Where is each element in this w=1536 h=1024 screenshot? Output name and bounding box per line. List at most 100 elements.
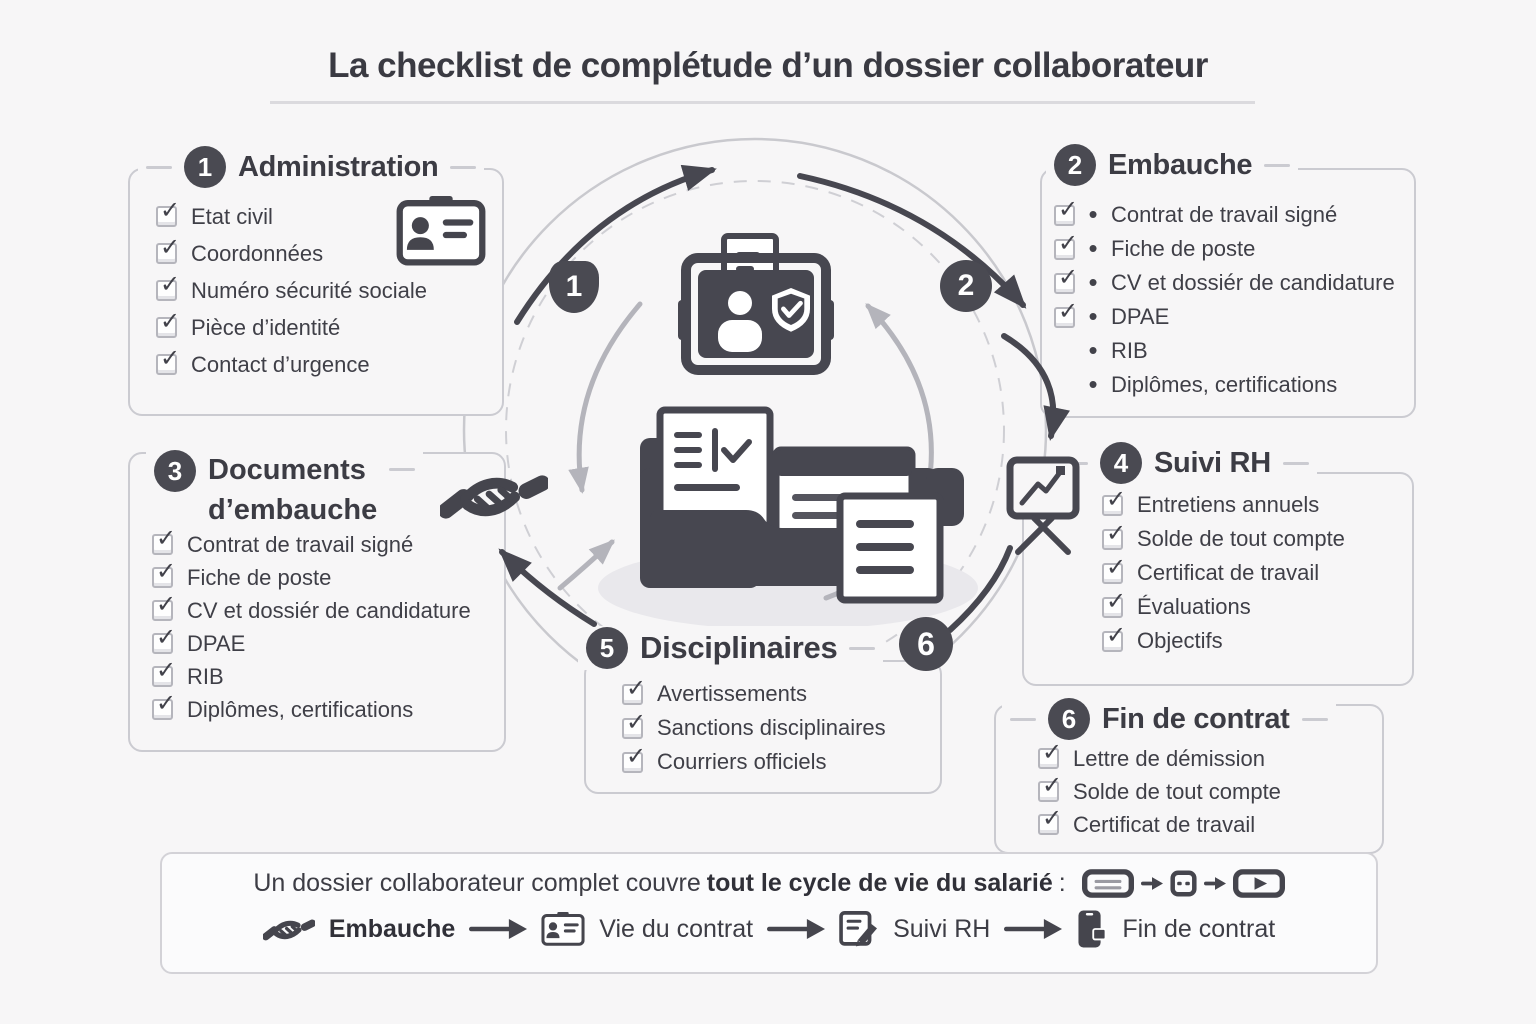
dashed-box-icon <box>1170 870 1197 897</box>
checkbox-icon <box>622 677 646 705</box>
step-label-fin-de-contrat: Fin de contrat <box>1122 914 1276 943</box>
checkbox-icon <box>156 273 180 301</box>
checklist-item: Solde de tout compte <box>1038 774 1382 808</box>
checkbox-icon <box>1038 774 1062 802</box>
note-icon <box>836 492 944 604</box>
inner-cycle-arrows <box>557 301 934 601</box>
section-title-line2: d’embauche <box>208 494 378 526</box>
section-number-badge: 6 <box>1048 698 1090 740</box>
checklist-item: Certificat de travail <box>1038 807 1382 841</box>
checklist-item: Entretiens annuels <box>1102 488 1412 522</box>
item-label: Avertissements <box>657 681 807 706</box>
checklist-item: Contrat de travail signé <box>1054 198 1414 232</box>
checkbox-icon <box>152 560 176 588</box>
checkbox-icon <box>152 626 176 654</box>
section-title: Fin de contrat <box>1102 702 1290 735</box>
checkbox-icon <box>152 692 176 720</box>
arrow-right-icon <box>767 919 825 939</box>
arrow-right-icon <box>1141 876 1163 891</box>
section-suivi-rh-header: 4 Suivi RH <box>1054 441 1317 485</box>
bullet-icon <box>1087 269 1099 297</box>
connector-dash <box>389 468 416 471</box>
id-card-icon <box>541 912 585 946</box>
footer-summary-line: Un dossier collaborateur complet couvre … <box>162 869 1376 898</box>
cycle-badge-6: 6 <box>899 617 953 671</box>
checkbox-icon <box>1054 266 1078 294</box>
checklist-item: Certificat de travail <box>1102 556 1412 590</box>
step-label-vie-du-contrat: Vie du contrat <box>599 914 754 943</box>
item-label: DPAE <box>1111 304 1170 329</box>
checkbox-icon <box>152 659 176 687</box>
item-label: Contrat de travail signé <box>187 531 414 557</box>
device-icon <box>1076 909 1108 949</box>
checkbox-icon <box>156 199 180 227</box>
checkbox-icon <box>152 593 176 621</box>
section-title: Administration <box>238 150 439 183</box>
document-lines-icon <box>772 446 916 566</box>
item-label: CV et dossiér de candidature <box>1111 270 1395 295</box>
checklist-item: Objectifs <box>1102 624 1412 658</box>
section-documents-header: 3 Documents d’embauche <box>146 450 424 530</box>
item-label: Etat civil <box>191 203 273 229</box>
item-label: Fiche de poste <box>1111 236 1256 261</box>
checklist-item: Fiche de poste <box>1054 232 1414 266</box>
item-label: Évaluations <box>1137 594 1251 619</box>
section-disciplinaires: 5 Disciplinaires Avertissements Sanction… <box>578 626 942 794</box>
bullet-icon <box>1087 337 1099 365</box>
item-label: Solde de tout compte <box>1137 526 1345 551</box>
checklist-item: Numéro sécurité sociale <box>156 272 502 309</box>
checkbox-icon <box>1102 624 1126 652</box>
section-title: Disciplinaires <box>640 630 838 665</box>
checklist-item: CV et dossiér de candidature <box>152 593 504 627</box>
dashed-circle <box>505 180 1005 680</box>
checklist-item: DPAE <box>1054 300 1414 334</box>
folder-documents-icon <box>640 406 964 604</box>
checkbox-icon <box>1054 300 1078 328</box>
connector-dash <box>450 165 477 169</box>
step-label-embauche: Embauche <box>328 914 456 943</box>
connector-dash <box>1062 461 1088 465</box>
item-label: Courriers officiels <box>657 749 827 774</box>
bullet-icon <box>1087 303 1099 331</box>
checklist-item: Etat civil <box>156 198 502 235</box>
card-lines-icon <box>1082 869 1134 898</box>
checklist-item: CV et dossiér de candidature <box>1054 266 1414 300</box>
arrow-right-icon <box>1004 919 1062 939</box>
footer-mini-icons <box>1082 869 1285 898</box>
play-button-icon <box>1233 869 1285 898</box>
arrow-right-icon <box>469 919 527 939</box>
folder-front-flap <box>650 510 914 586</box>
checklist-item: Sanctions disciplinaires <box>622 711 940 745</box>
connector-dash <box>1010 717 1036 721</box>
cycle-badge-1: 1 <box>549 261 599 313</box>
document-check-icon <box>656 406 774 548</box>
checkbox-icon <box>1054 198 1078 226</box>
item-label: RIB <box>187 663 224 689</box>
checklist-item: Diplômes, certifications <box>1054 368 1414 402</box>
connector-dash <box>1264 163 1291 167</box>
arrow-right-icon <box>1204 876 1226 891</box>
section-number-badge: 4 <box>1100 442 1142 484</box>
checklist-item: Contact d’urgence <box>156 346 502 383</box>
checklist-item: Coordonnées <box>156 235 502 272</box>
checkbox-icon <box>1038 741 1062 769</box>
footer-banner: Un dossier collaborateur complet couvre … <box>160 852 1378 974</box>
section-administration-header: 1 Administration <box>138 145 485 189</box>
checkbox-icon <box>1102 590 1126 618</box>
connector-dash <box>1282 461 1309 465</box>
item-label: Objectifs <box>1137 628 1223 653</box>
section-number-badge: 2 <box>1054 144 1096 186</box>
checklist-item: Évaluations <box>1102 590 1412 624</box>
checklist-item: DPAE <box>152 626 504 660</box>
footer-text-bold: tout le cycle de vie du salarié <box>706 869 1053 897</box>
cycle-badge-2: 2 <box>940 260 992 312</box>
checklist-item: Pièce d’identité <box>156 309 502 346</box>
footer-text: Un dossier collaborateur complet couvre <box>253 869 701 897</box>
section-title-line1: Documents <box>208 454 366 486</box>
item-label: Coordonnées <box>191 240 324 266</box>
connector-dash <box>849 646 876 650</box>
checklist-item: Diplômes, certifications <box>152 692 504 726</box>
item-label: Certificat de travail <box>1073 811 1256 837</box>
item-label: Diplômes, certifications <box>1111 372 1338 397</box>
